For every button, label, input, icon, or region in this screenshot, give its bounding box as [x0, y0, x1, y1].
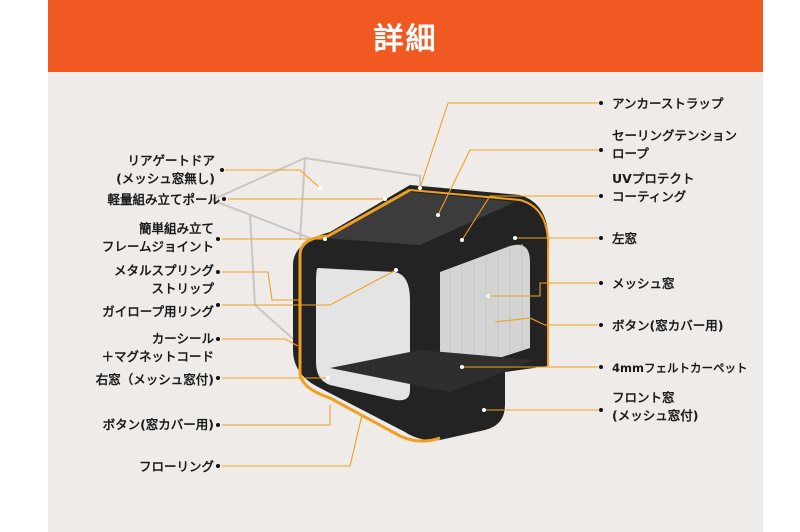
label-front-window: フロント窓 (メッシュ窓付)	[612, 390, 699, 423]
label-lightweight-pole: 軽量組み立てポール	[107, 192, 220, 207]
label-uv-coating: UVプロテクト コーティング	[612, 171, 695, 204]
label-car-seal: カーシール ＋マグネットコード	[101, 331, 214, 364]
label-mesh-window: メッシュ窓	[612, 276, 675, 291]
label-button-right: ボタン(窓カバー用)	[612, 318, 724, 333]
label-guy-rope-ring: ガイロープ用リング	[102, 304, 214, 319]
label-anchor-strap: アンカーストラップ	[612, 96, 724, 111]
label-felt-carpet: 4mmフェルトカーペット	[612, 361, 748, 375]
label-flooring: フローリング	[138, 459, 214, 474]
label-left-window: 左窓	[612, 231, 638, 246]
side-frame-highlight	[409, 189, 550, 366]
label-sailing-rope: セーリングテンション ロープ	[612, 128, 738, 161]
header-bar: 詳細	[48, 0, 763, 72]
tent-body	[293, 185, 549, 441]
page-title: 詳細	[373, 22, 438, 57]
anchor-dots	[318, 186, 517, 412]
label-right-window: 右窓（メッシュ窓付)	[95, 372, 214, 387]
label-rear-gate-door: リアゲートドア (メッシュ窓無し)	[116, 153, 215, 186]
label-button-left: ボタン(窓カバー用)	[102, 417, 214, 432]
label-metal-spring-strip: メタルスプリング ストリップ	[113, 263, 214, 296]
label-dots	[216, 101, 603, 468]
leader-lines	[222, 102, 598, 467]
label-frame-joint: 簡単組み立て フレームジョイント	[101, 221, 214, 254]
